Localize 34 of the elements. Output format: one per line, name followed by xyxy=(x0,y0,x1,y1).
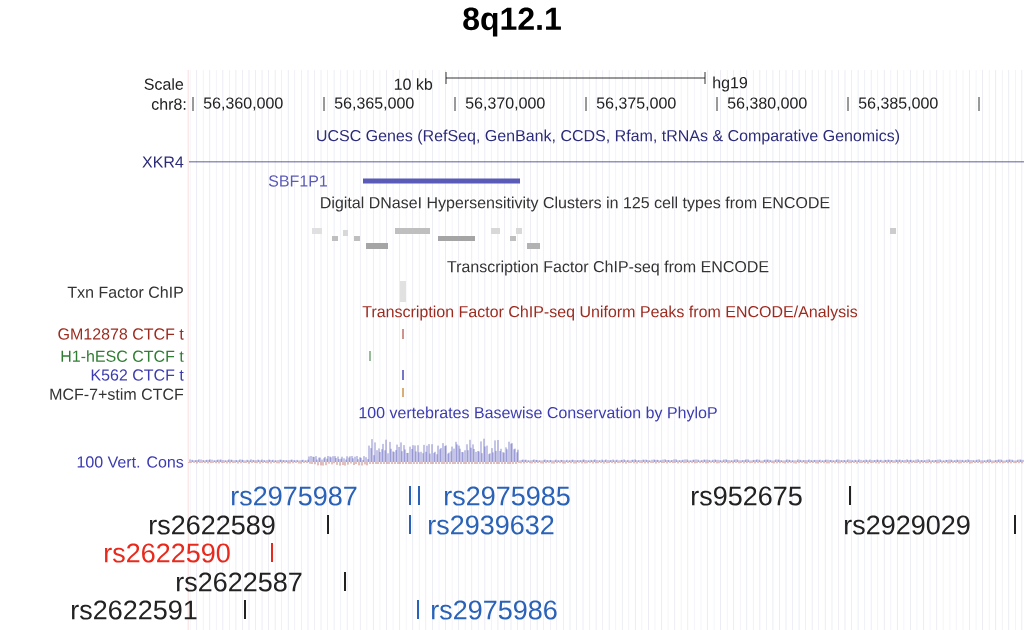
track-label: GM12878 CTCF t xyxy=(58,328,184,340)
coordinate-label: 56,365,000 xyxy=(334,97,414,111)
track-title: 100 vertebrates Basewise Conservation by PhyloP xyxy=(359,406,717,422)
chromosome-label: chr8: xyxy=(151,98,186,110)
snp-label: rs2975987 xyxy=(232,486,357,506)
snp-label: rs2622590 xyxy=(105,543,230,563)
track-label: 100 Vert. Cons xyxy=(77,456,184,468)
coordinate-label: 56,360,000 xyxy=(203,97,283,111)
snp-label: rs952675 xyxy=(692,486,802,506)
track-title: Digital DNaseI Hypersensitivity Clusters in 125 cell types from ENCODE xyxy=(321,196,830,212)
gene-label: XKR4 xyxy=(142,156,184,168)
track-title: Transcription Factor ChIP-seq Uniform Peaks from ENCODE/Analysis xyxy=(362,305,858,321)
track-label: K562 CTCF t xyxy=(91,369,184,381)
coordinate-label: 56,380,000 xyxy=(727,97,807,111)
title: 8q12.1 xyxy=(463,7,561,37)
snp-label: rs2939632 xyxy=(429,515,554,535)
coordinate-label: 56,385,000 xyxy=(858,97,938,111)
track-label: H1-hESC CTCF t xyxy=(61,350,184,362)
snp-label: rs2622589 xyxy=(150,515,275,535)
track-title: UCSC Genes (RefSeq, GenBank, CCDS, Rfam, tRNAs & Comparative Genomics) xyxy=(317,129,900,145)
snp-label: rs2622591 xyxy=(72,600,197,620)
snp-label: rs2975986 xyxy=(432,600,557,620)
coordinate-label: 56,375,000 xyxy=(596,97,676,111)
gene-label: SBF1P1 xyxy=(268,175,327,187)
track-label: Txn Factor ChIP xyxy=(67,286,183,298)
snp-label: rs2929029 xyxy=(845,515,970,535)
track-label: MCF-7+stim CTCF xyxy=(50,388,184,400)
track-title: Transcription Factor ChIP-seq from ENCODE xyxy=(447,260,769,276)
scale-label: 10 kb xyxy=(394,78,433,90)
scale-label: Scale xyxy=(144,78,184,90)
snp-label: rs2622587 xyxy=(177,572,302,592)
coordinate-label: 56,370,000 xyxy=(465,97,545,111)
assembly-label: hg19 xyxy=(713,76,748,92)
snp-label: rs2975985 xyxy=(445,486,570,506)
